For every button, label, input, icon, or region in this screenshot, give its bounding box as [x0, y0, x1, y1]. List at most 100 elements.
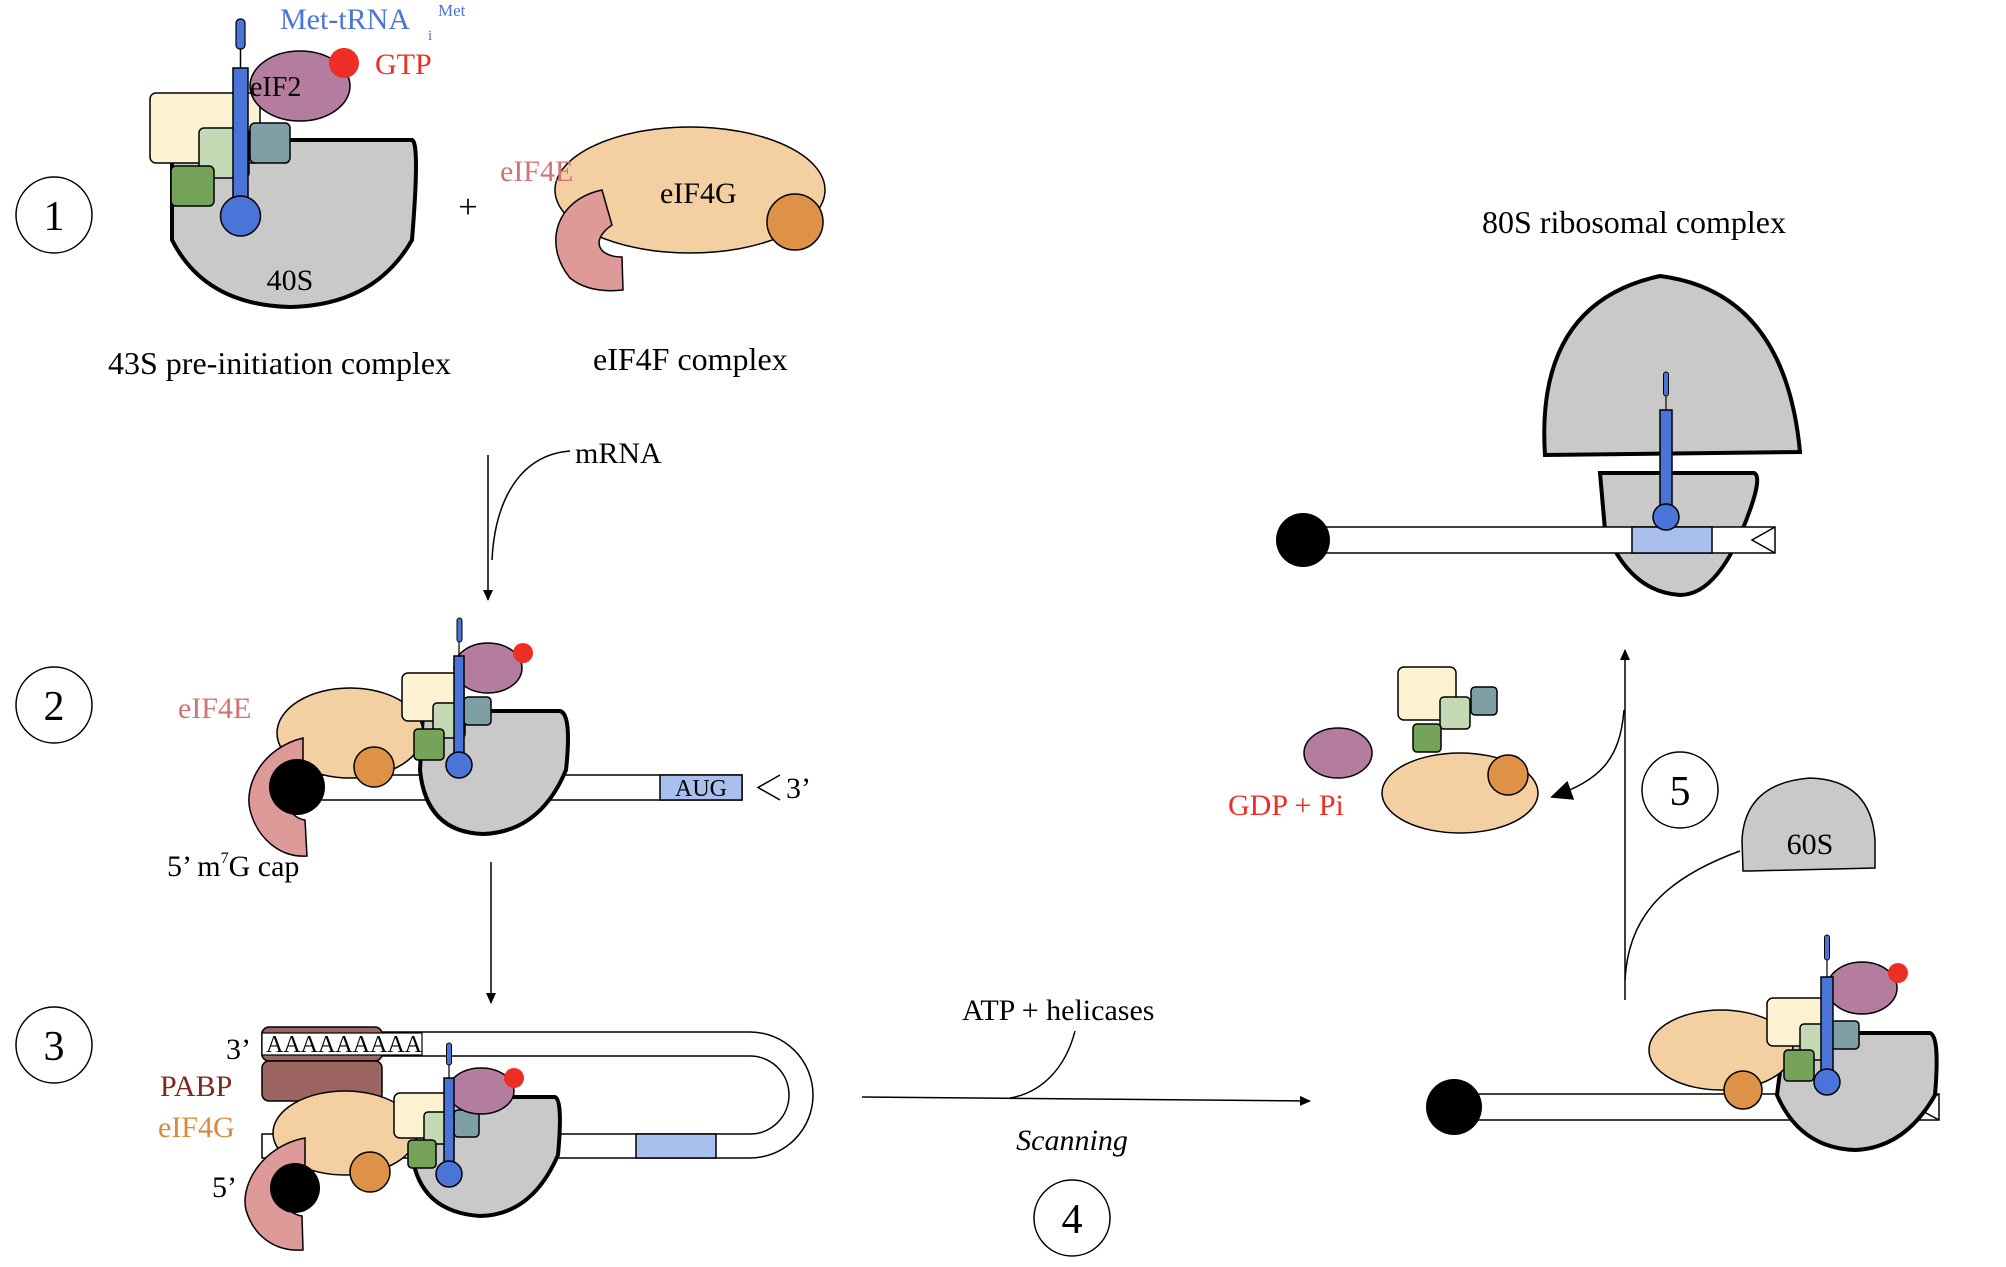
trna-anticodon-tip [446, 1042, 452, 1066]
eif4g-shape [554, 126, 826, 254]
mrna-input-curve [491, 450, 571, 561]
factor-sage-box [1439, 696, 1471, 730]
pabp-label: PABP [160, 1070, 232, 1103]
trna-anticodon-loop [1652, 503, 1680, 531]
eif4e-shape [555, 189, 624, 292]
trna-anticodon-loop [435, 1160, 463, 1188]
eif2-label: eIF2 [250, 72, 301, 103]
step-4-marker: 4 [1033, 1179, 1111, 1257]
complex-43s: eIF2 40S [149, 18, 418, 310]
plus-sign: + [458, 189, 477, 226]
trna-anticodon-loop [219, 195, 262, 237]
step-number-circle-icon [15, 176, 93, 254]
met-trna-superscript: Met [438, 1, 466, 20]
eif2-shape [1303, 727, 1373, 779]
eif4g-label: eIF4G [660, 177, 737, 210]
cap-dot-icon [269, 759, 325, 815]
eif4g-dot [766, 193, 824, 251]
three-prime-label: 3’ [786, 772, 811, 805]
eif4g-dot [353, 746, 395, 788]
factor-green-box [413, 728, 445, 761]
complex-43s-label: 43S pre-initiation complex [108, 345, 451, 381]
factor-green-box [407, 1139, 437, 1169]
gtp-dot [329, 48, 359, 78]
ribosome-60s-shape [1741, 777, 1876, 872]
mrna-3-prime-end [1750, 526, 1776, 554]
trna-anticodon-tip [1663, 371, 1669, 397]
step-2-number: 2 [44, 684, 65, 730]
step-number-circle-icon [1641, 751, 1719, 829]
trna-anticodon-tip [235, 18, 246, 50]
eif2-shape [447, 1067, 515, 1115]
aug-codon-box [659, 774, 743, 801]
factor-teal-box [463, 696, 492, 726]
step-3-number: 3 [44, 1024, 65, 1070]
trna-anticodon-tip [456, 617, 463, 643]
trna-stick-icon [1659, 409, 1673, 516]
complex-eif4f-label: eIF4F complex [593, 341, 788, 377]
five-prime-label-step3: 5’ [212, 1171, 237, 1204]
ribosome-60s-label: 60S [1787, 828, 1834, 861]
step-number-circle-icon [15, 1006, 93, 1084]
factor-teal-box [1830, 1020, 1860, 1050]
mrna-3-prime-end [756, 774, 781, 801]
eif4e-label: eIF4E [500, 155, 573, 188]
complex-80s [1276, 273, 1803, 598]
aug-codon-box [635, 1133, 717, 1159]
trna-stick-icon [232, 67, 249, 209]
step-number-circle-icon [1033, 1179, 1111, 1257]
trna-stick-icon [1820, 976, 1834, 1078]
met-trna-subscript: i [428, 28, 432, 44]
gtp-dot [513, 643, 533, 663]
complex-eif4f: eIF4G [554, 126, 826, 292]
gtp-dot [1888, 963, 1908, 983]
factor-teal-box [1470, 686, 1498, 716]
trna-anticodon-tip [1824, 934, 1830, 961]
cap-label: 5’ m7G cap [167, 850, 299, 883]
trna-stick-icon [453, 655, 465, 761]
60s-input-curve [1624, 850, 1741, 981]
eif2-shape [249, 50, 351, 122]
step-5-marker: 5 [1641, 751, 1719, 829]
eif4g-dot [349, 1151, 391, 1193]
factor-teal-box [249, 122, 291, 164]
scanning-label: Scanning [1016, 1124, 1128, 1157]
eif4e-label-step2: eIF4E [178, 692, 251, 725]
met-trna-label: Met-tRNA [280, 3, 410, 36]
ribosome-40s-label: 40S [267, 264, 314, 297]
eif4g-dot [1723, 1070, 1763, 1110]
three-prime-label-step3: 3’ [226, 1033, 251, 1066]
mrna-label: mRNA [575, 437, 662, 470]
trna-anticodon-loop [1813, 1068, 1841, 1096]
gdp-pi-label: GDP + Pi [1228, 789, 1344, 822]
step-3-assembly: AAAAAAAAA [244, 1026, 814, 1251]
ribosome-large-subunit-shape [1542, 273, 1803, 458]
arrow-step3-to-step4 [861, 1095, 1311, 1106]
step-5-number: 5 [1670, 769, 1691, 815]
step-1-marker: 1 [15, 176, 93, 254]
gtp-dot [504, 1068, 524, 1088]
released-factors [1303, 666, 1539, 834]
aug-codon-box [1631, 526, 1713, 554]
atp-input-curve [1009, 1030, 1076, 1099]
atp-helicases-label: ATP + helicases [962, 994, 1154, 1027]
ribosome-60s: 60S [1741, 777, 1876, 872]
complex-80s-label: 80S ribosomal complex [1482, 204, 1786, 240]
step-number-circle-icon [15, 666, 93, 744]
eif4g-label-step3: eIF4G [158, 1111, 235, 1144]
step-3-marker: 3 [15, 1006, 93, 1084]
cap-dot-icon [1426, 1079, 1482, 1135]
factor-green-box [1783, 1049, 1815, 1082]
ribosome-40s-shape [1774, 1031, 1939, 1153]
step-4-number: 4 [1062, 1197, 1083, 1243]
trna-stick-icon [443, 1077, 455, 1171]
step-1-number: 1 [44, 194, 65, 240]
factor-green-box [1412, 723, 1442, 753]
gtp-label: GTP [375, 48, 432, 81]
eif4g-dot [1487, 754, 1529, 796]
step-2-marker: 2 [15, 666, 93, 744]
step-4-assembly [1426, 934, 1940, 1153]
trna-anticodon-loop [445, 751, 473, 779]
